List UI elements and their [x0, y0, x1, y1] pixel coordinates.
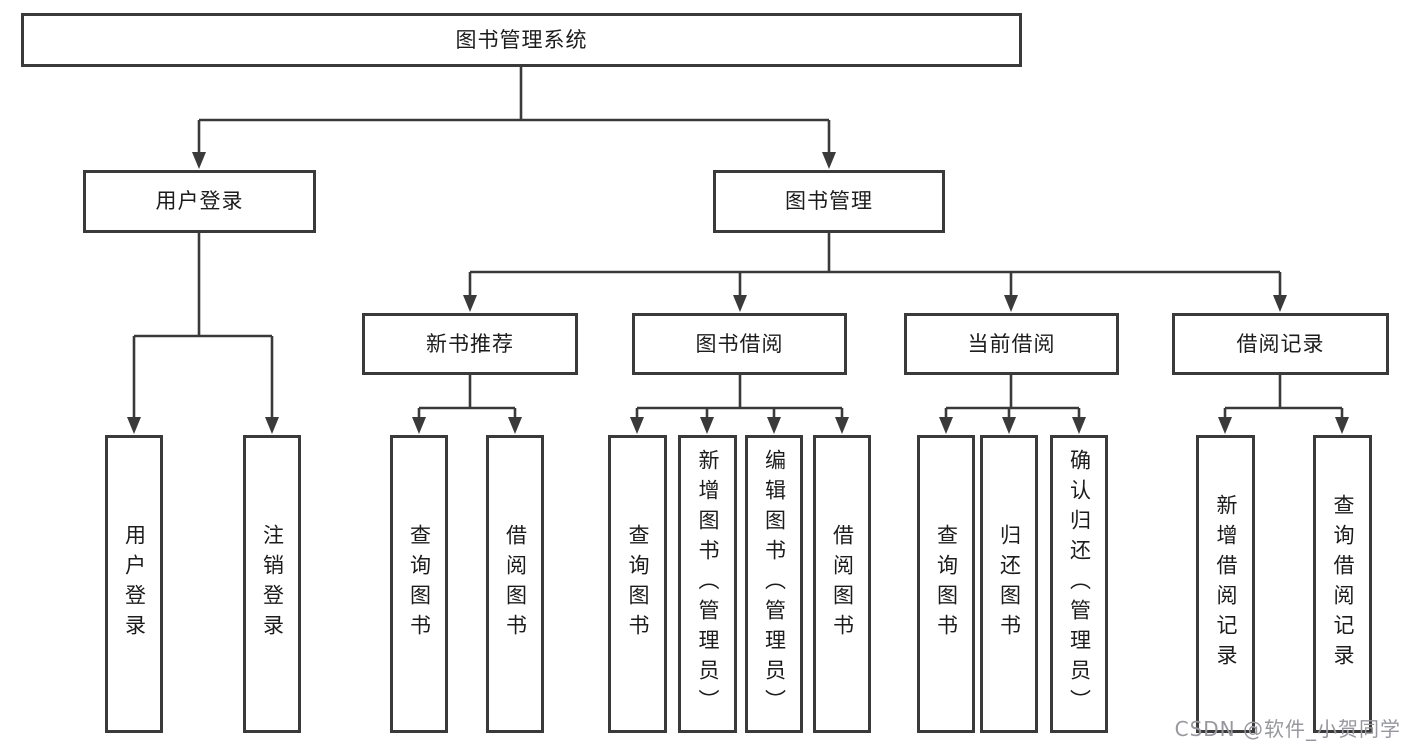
node-book-borrow: 图书借阅 [632, 313, 847, 375]
node-label: 归还图书 [997, 524, 1022, 644]
leaf-add-borrow-record: 新增借阅记录 [1196, 435, 1255, 733]
node-label: 新增图书（管理员） [696, 449, 720, 719]
leaf-borrow-book-recommend: 借阅图书 [486, 435, 544, 733]
leaf-query-borrow-record: 查询借阅记录 [1313, 435, 1372, 733]
node-label: 新增借阅记录 [1214, 494, 1238, 674]
node-label: 借阅图书 [830, 524, 855, 644]
node-root-system: 图书管理系统 [21, 13, 1022, 67]
node-book-management: 图书管理 [713, 170, 945, 233]
node-label: 用户登录 [122, 524, 147, 644]
node-label: 借阅图书 [503, 524, 528, 644]
node-borrow-records: 借阅记录 [1172, 313, 1389, 375]
node-current-borrow: 当前借阅 [904, 313, 1119, 375]
csdn-watermark: CSDN @软件_小贺同学 [1174, 717, 1401, 741]
leaf-query-book-recommend: 查询图书 [390, 435, 448, 733]
node-label: 注销登录 [260, 524, 285, 644]
leaf-return-book: 归还图书 [980, 435, 1038, 733]
node-label: 查询图书 [407, 524, 432, 644]
node-user-login: 用户登录 [83, 170, 316, 233]
node-label: 新书推荐 [426, 331, 514, 356]
node-label: 当前借阅 [967, 331, 1056, 356]
leaf-query-current-borrow: 查询图书 [917, 435, 975, 733]
node-label: 确认归还（管理员） [1067, 449, 1092, 719]
node-label: 用户登录 [155, 189, 244, 213]
leaf-confirm-return-admin: 确认归还（管理员） [1050, 435, 1108, 733]
node-label: 编辑图书（管理员） [762, 449, 787, 719]
leaf-edit-book-admin: 编辑图书（管理员） [745, 435, 803, 733]
leaf-borrow-book: 借阅图书 [813, 435, 871, 733]
node-label: 借阅记录 [1236, 331, 1325, 356]
node-label: 查询图书 [626, 524, 650, 644]
leaf-query-book: 查询图书 [608, 435, 667, 733]
leaf-add-book-admin: 新增图书（管理员） [678, 435, 737, 733]
node-new-book-recommend: 新书推荐 [362, 313, 578, 375]
node-label: 图书管理系统 [455, 27, 588, 52]
node-label: 图书借阅 [695, 331, 784, 356]
node-label: 图书管理 [785, 189, 873, 213]
node-label: 查询图书 [934, 524, 959, 644]
leaf-logout: 注销登录 [243, 435, 301, 733]
node-label: 查询借阅记录 [1331, 494, 1355, 674]
leaf-user-login: 用户登录 [105, 435, 163, 733]
